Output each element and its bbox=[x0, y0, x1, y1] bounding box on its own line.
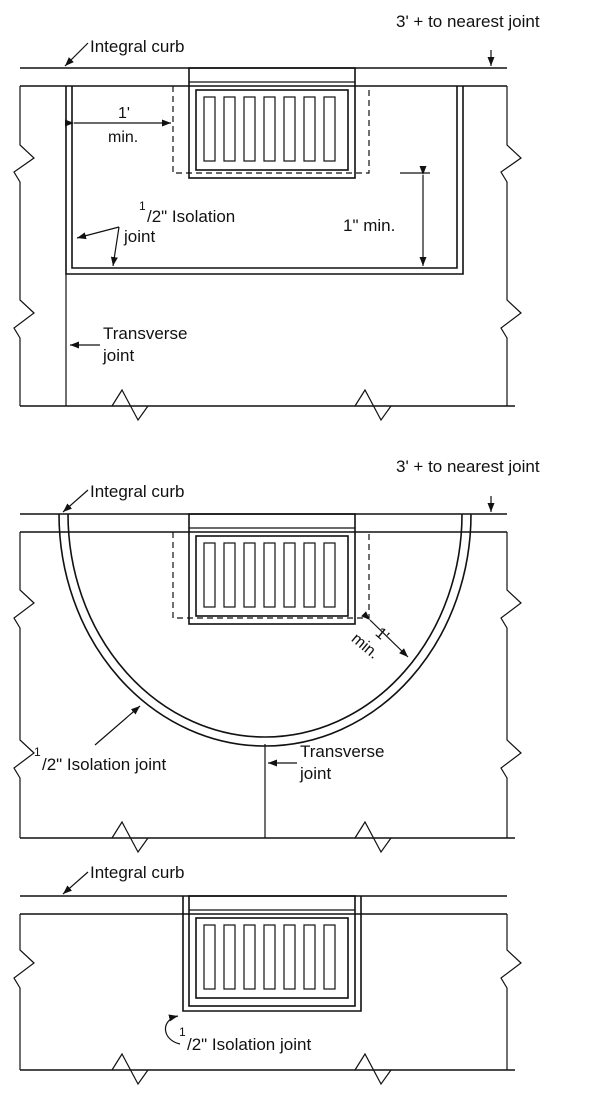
curb-leader bbox=[62, 871, 89, 895]
inlet-frame bbox=[188, 513, 356, 625]
isolation-joint-word: joint bbox=[123, 227, 155, 246]
one-foot-label: 1' bbox=[372, 625, 392, 646]
grate-slots bbox=[203, 924, 336, 990]
transverse-joint-word: joint bbox=[299, 764, 331, 783]
one-foot-label: 1' bbox=[118, 105, 130, 122]
grate-slots bbox=[203, 96, 336, 162]
right-break-edge bbox=[500, 86, 522, 406]
integral-curb-label: Integral curb bbox=[90, 482, 185, 501]
curb-leader bbox=[62, 489, 89, 513]
left-break-edge bbox=[13, 914, 35, 1070]
nearest-joint-label: 3' + to nearest joint bbox=[396, 457, 540, 476]
one-inch-min-label: 1" min. bbox=[343, 216, 395, 235]
curb-leader bbox=[64, 42, 89, 67]
grate bbox=[195, 89, 349, 171]
transverse-label: Transverse bbox=[103, 324, 187, 343]
isolation-joint-outer bbox=[58, 513, 472, 747]
isolation-half-sup: 1 bbox=[179, 1025, 186, 1039]
isolation-half-sup: 1 bbox=[139, 199, 146, 213]
isolation-label: /2" Isolation bbox=[147, 207, 235, 226]
isolation-leader bbox=[164, 1014, 181, 1045]
left-break-edge bbox=[13, 532, 35, 838]
isolation-leader bbox=[76, 226, 120, 240]
isolation-half-sup: 1 bbox=[34, 745, 41, 759]
isolation-label: /2" Isolation joint bbox=[187, 1035, 311, 1054]
bottom-break-symbol bbox=[111, 820, 149, 854]
grate bbox=[195, 917, 349, 999]
isolation-joint-outer bbox=[182, 896, 362, 1012]
integral-curb-label: Integral curb bbox=[90, 863, 185, 882]
one-foot-min-dimension bbox=[361, 611, 409, 658]
isolation-joint-outer bbox=[65, 86, 464, 275]
right-break-edge bbox=[500, 532, 522, 838]
right-break-edge bbox=[500, 914, 522, 1070]
integral-curb-label: Integral curb bbox=[90, 37, 185, 56]
bottom-break-symbol bbox=[354, 820, 392, 854]
panel-box-isolation: Integral curb 1 /2" Isolation joint bbox=[13, 863, 522, 1086]
inlet-frame bbox=[188, 67, 356, 179]
inlet-box-dashed bbox=[172, 86, 370, 174]
transverse-label: Transverse bbox=[300, 742, 384, 761]
inlet-frame bbox=[188, 895, 356, 1007]
grate bbox=[195, 535, 349, 617]
inlet-box-dashed bbox=[172, 532, 370, 619]
bottom-break-symbol bbox=[354, 388, 392, 422]
isolation-leader bbox=[110, 226, 120, 267]
bottom-break-symbol bbox=[354, 1052, 392, 1086]
bottom-break-symbol bbox=[111, 1052, 149, 1086]
isolation-joint-inner bbox=[71, 86, 458, 269]
bottom-break-symbol bbox=[111, 388, 149, 422]
isolation-label: /2" Isolation joint bbox=[42, 755, 166, 774]
nearest-joint-label: 3' + to nearest joint bbox=[396, 12, 540, 31]
isolation-joint-inner bbox=[67, 513, 463, 738]
panel-rectangular-isolation: Integral curb 3' + to nearest joint 1' m… bbox=[13, 12, 540, 422]
left-break-edge bbox=[13, 86, 35, 406]
transverse-joint-word: joint bbox=[102, 346, 134, 365]
panel-circular-isolation: Integral curb 3' + to nearest joint 1' m… bbox=[13, 457, 540, 854]
grate-slots bbox=[203, 542, 336, 608]
isolation-leader bbox=[94, 705, 141, 746]
min-label: min. bbox=[108, 129, 138, 146]
